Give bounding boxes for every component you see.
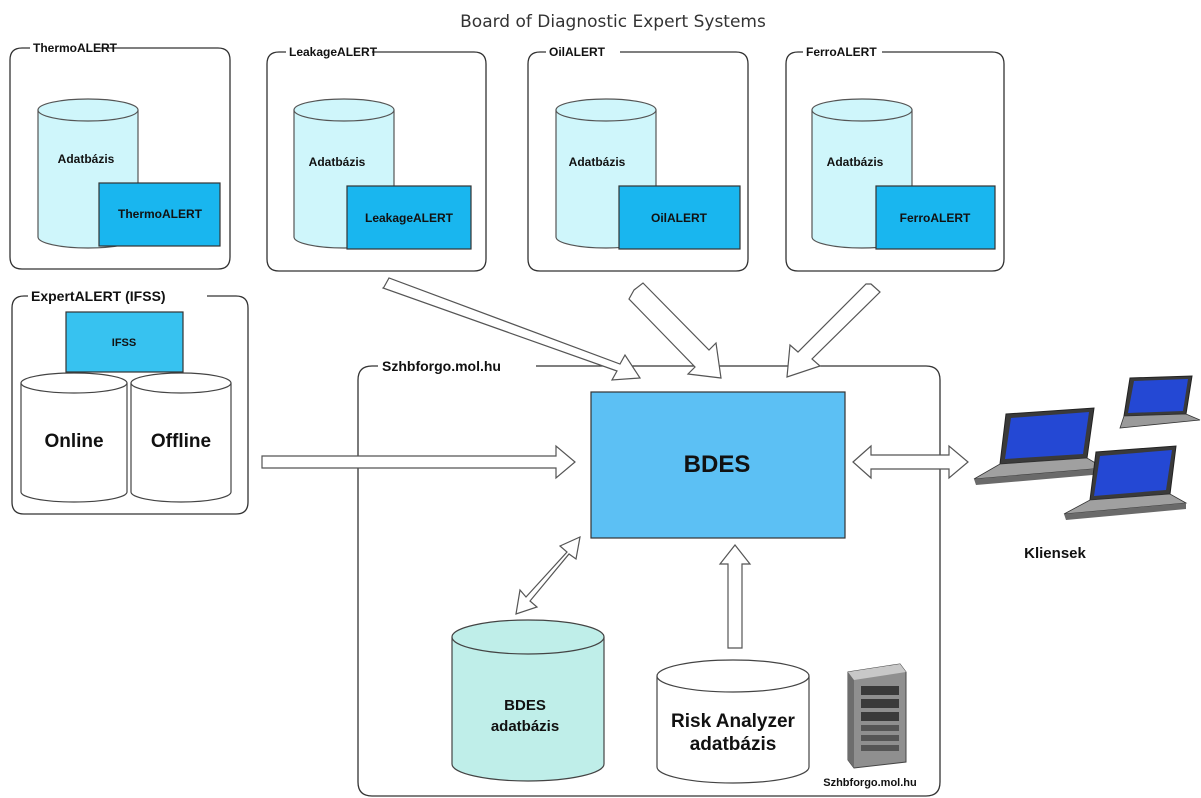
expertalert-frame: ExpertALERT (IFSS) IFSS Online Offline [11, 288, 249, 515]
laptop-icon [973, 407, 1106, 485]
module-frame-label: OilALERT [549, 45, 606, 59]
module-db-label: Adatbázis [569, 155, 626, 169]
module-leakagealert: LeakageALERT Adatbázis LeakageALERT [266, 45, 487, 272]
module-app-box [875, 185, 996, 250]
bdes-db-label-line2: adatbázis [491, 718, 559, 735]
module-db-label: Adatbázis [309, 155, 366, 169]
module-app-label: OilALERT [651, 211, 708, 225]
laptop-icon [1063, 445, 1188, 520]
online-label: Online [44, 431, 103, 452]
module-app-label: ThermoALERT [118, 207, 203, 221]
risk-db-label-line1: Risk Analyzer [671, 711, 796, 732]
risk-db-label-line2: adatbázis [690, 734, 777, 755]
arrow-leakage-to-bdes [381, 277, 642, 381]
arrow-ferro-to-bdes [786, 283, 881, 378]
bdes-label: BDES [684, 451, 751, 478]
server-caption: Szhbforgo.mol.hu [823, 777, 916, 789]
offline-label: Offline [151, 431, 211, 452]
module-app-label: LeakageALERT [365, 211, 454, 225]
module-frame-label: ThermoALERT [33, 41, 118, 55]
arrow-expert-to-bdes [261, 444, 576, 480]
diagram-title: Board of Diagnostic Expert Systems [460, 12, 766, 32]
server-tower-icon [847, 663, 907, 769]
risk-analyzer-database-cylinder [656, 659, 810, 784]
module-app-box [618, 185, 741, 250]
server-frame-label: Szhbforgo.mol.hu [382, 358, 501, 374]
module-ferroalert: FerroALERT Adatbázis FerroALERT [785, 45, 1005, 272]
expertalert-frame-label: ExpertALERT (IFSS) [31, 288, 166, 304]
ifss-box [65, 311, 184, 373]
module-app-label: FerroALERT [900, 211, 971, 225]
module-oilalert: OilALERT Adatbázis OilALERT [527, 45, 749, 272]
module-app-box [346, 185, 472, 250]
arrow-bdes-clients [852, 444, 969, 480]
online-database-cylinder [20, 372, 128, 503]
clients-label: Kliensek [1024, 545, 1086, 562]
arrow-risk-to-bdes [718, 544, 752, 649]
ifss-label: IFSS [112, 337, 136, 349]
arrow-bdesdb-bdes [515, 535, 581, 615]
module-db-label: Adatbázis [827, 155, 884, 169]
module-thermoalert: ThermoALERT Adatbázis ThermoALERT [9, 41, 231, 270]
laptop-icon [1119, 375, 1201, 429]
module-db-label: Adatbázis [58, 152, 115, 166]
offline-database-cylinder [130, 372, 232, 503]
module-frame-label: LeakageALERT [289, 45, 378, 59]
arrow-oil-to-bdes [628, 282, 722, 379]
module-app-box [98, 182, 221, 247]
module-frame-label: FerroALERT [806, 45, 877, 59]
bdes-box [590, 391, 846, 539]
server-frame: Szhbforgo.mol.hu [357, 358, 941, 797]
bdes-db-label-line1: BDES [504, 697, 546, 714]
bdes-database-cylinder [451, 619, 605, 782]
